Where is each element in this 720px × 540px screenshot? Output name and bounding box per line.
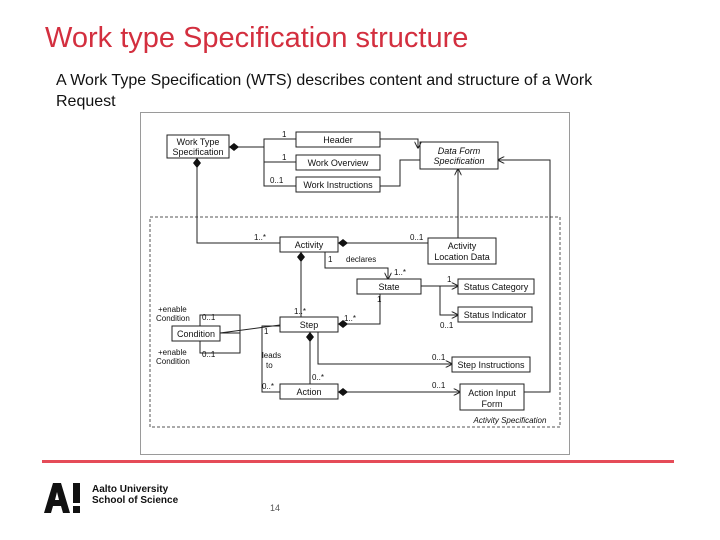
page-number: 14 xyxy=(270,503,281,513)
mult-state-one: 1 xyxy=(377,295,382,304)
mult-cond-1: 0..1 xyxy=(202,313,216,322)
slide-title: Work type Specification structure xyxy=(45,22,469,54)
activity-location-label-2: Location Data xyxy=(434,252,490,262)
mult-step-many: 1..* xyxy=(294,307,306,316)
work-overview-label: Work Overview xyxy=(308,158,369,168)
enable-condition-1a: +enable xyxy=(158,305,187,314)
action-label: Action xyxy=(296,387,321,397)
activity-specification-label: Activity Specification xyxy=(473,416,547,425)
mult-dataform-opt: 0..1 xyxy=(410,233,424,242)
university-name: Aalto University School of Science xyxy=(92,484,178,506)
aalto-logo-icon xyxy=(44,483,80,513)
activity-location-data-box xyxy=(427,237,497,265)
slide-subtitle: A Work Type Specification (WTS) describe… xyxy=(56,72,593,110)
leads-label-1: leads xyxy=(262,351,281,360)
action-input-form-box xyxy=(459,383,525,411)
header-label: Header xyxy=(323,135,353,145)
condition-label: Condition xyxy=(177,329,215,339)
mult-step-state: 1..* xyxy=(344,314,356,323)
activity-label: Activity xyxy=(295,240,324,250)
data-form-label-1: Data Form xyxy=(438,146,481,156)
university-line-1: Aalto University xyxy=(92,484,169,495)
footer-divider xyxy=(42,460,674,463)
activity-box xyxy=(279,236,339,253)
mult-action-left: 0..* xyxy=(262,382,274,391)
mult-action-many: 0..* xyxy=(312,373,324,382)
status-indicator-label: Status Indicator xyxy=(464,310,527,320)
activity-specification-package xyxy=(149,216,561,428)
mult-step-instr: 0..1 xyxy=(432,353,446,362)
data-form-label-2: Specification xyxy=(433,156,484,166)
step-label: Step xyxy=(300,320,319,330)
mult-cond-one: 1 xyxy=(264,327,269,336)
action-input-label-1: Action Input xyxy=(468,388,516,398)
leads-label-2: to xyxy=(266,361,273,370)
action-input-label-2: Form xyxy=(482,399,503,409)
status-category-label: Status Category xyxy=(464,282,529,292)
state-label: State xyxy=(378,282,399,292)
declares-label: declares xyxy=(346,255,376,264)
work-type-spec-label-2: Specification xyxy=(172,147,223,157)
step-instructions-label: Step Instructions xyxy=(457,360,525,370)
mult-action-input: 0..1 xyxy=(432,381,446,390)
mult-cond-2: 0..1 xyxy=(202,350,216,359)
enable-condition-2b: Condition xyxy=(156,357,190,366)
mult-instructions: 0..1 xyxy=(270,176,284,185)
data-form-specification-box xyxy=(419,141,499,170)
work-instructions-label: Work Instructions xyxy=(303,180,373,190)
mult-header: 1 xyxy=(282,130,287,139)
mult-overview: 1 xyxy=(282,153,287,162)
mult-activity-one: 1 xyxy=(328,255,333,264)
university-line-2: School of Science xyxy=(92,495,179,506)
work-type-spec-label-1: Work Type xyxy=(177,137,220,147)
mult-activity-many: 1..* xyxy=(254,233,266,242)
work-instructions-box xyxy=(295,176,381,193)
mult-state-many: 1..* xyxy=(394,268,406,277)
mult-status-ind: 0..1 xyxy=(440,321,454,330)
enable-condition-2a: +enable xyxy=(158,348,187,357)
mult-status-cat: 1 xyxy=(447,275,452,284)
activity-location-label-1: Activity xyxy=(448,241,477,251)
enable-condition-1b: Condition xyxy=(156,314,190,323)
